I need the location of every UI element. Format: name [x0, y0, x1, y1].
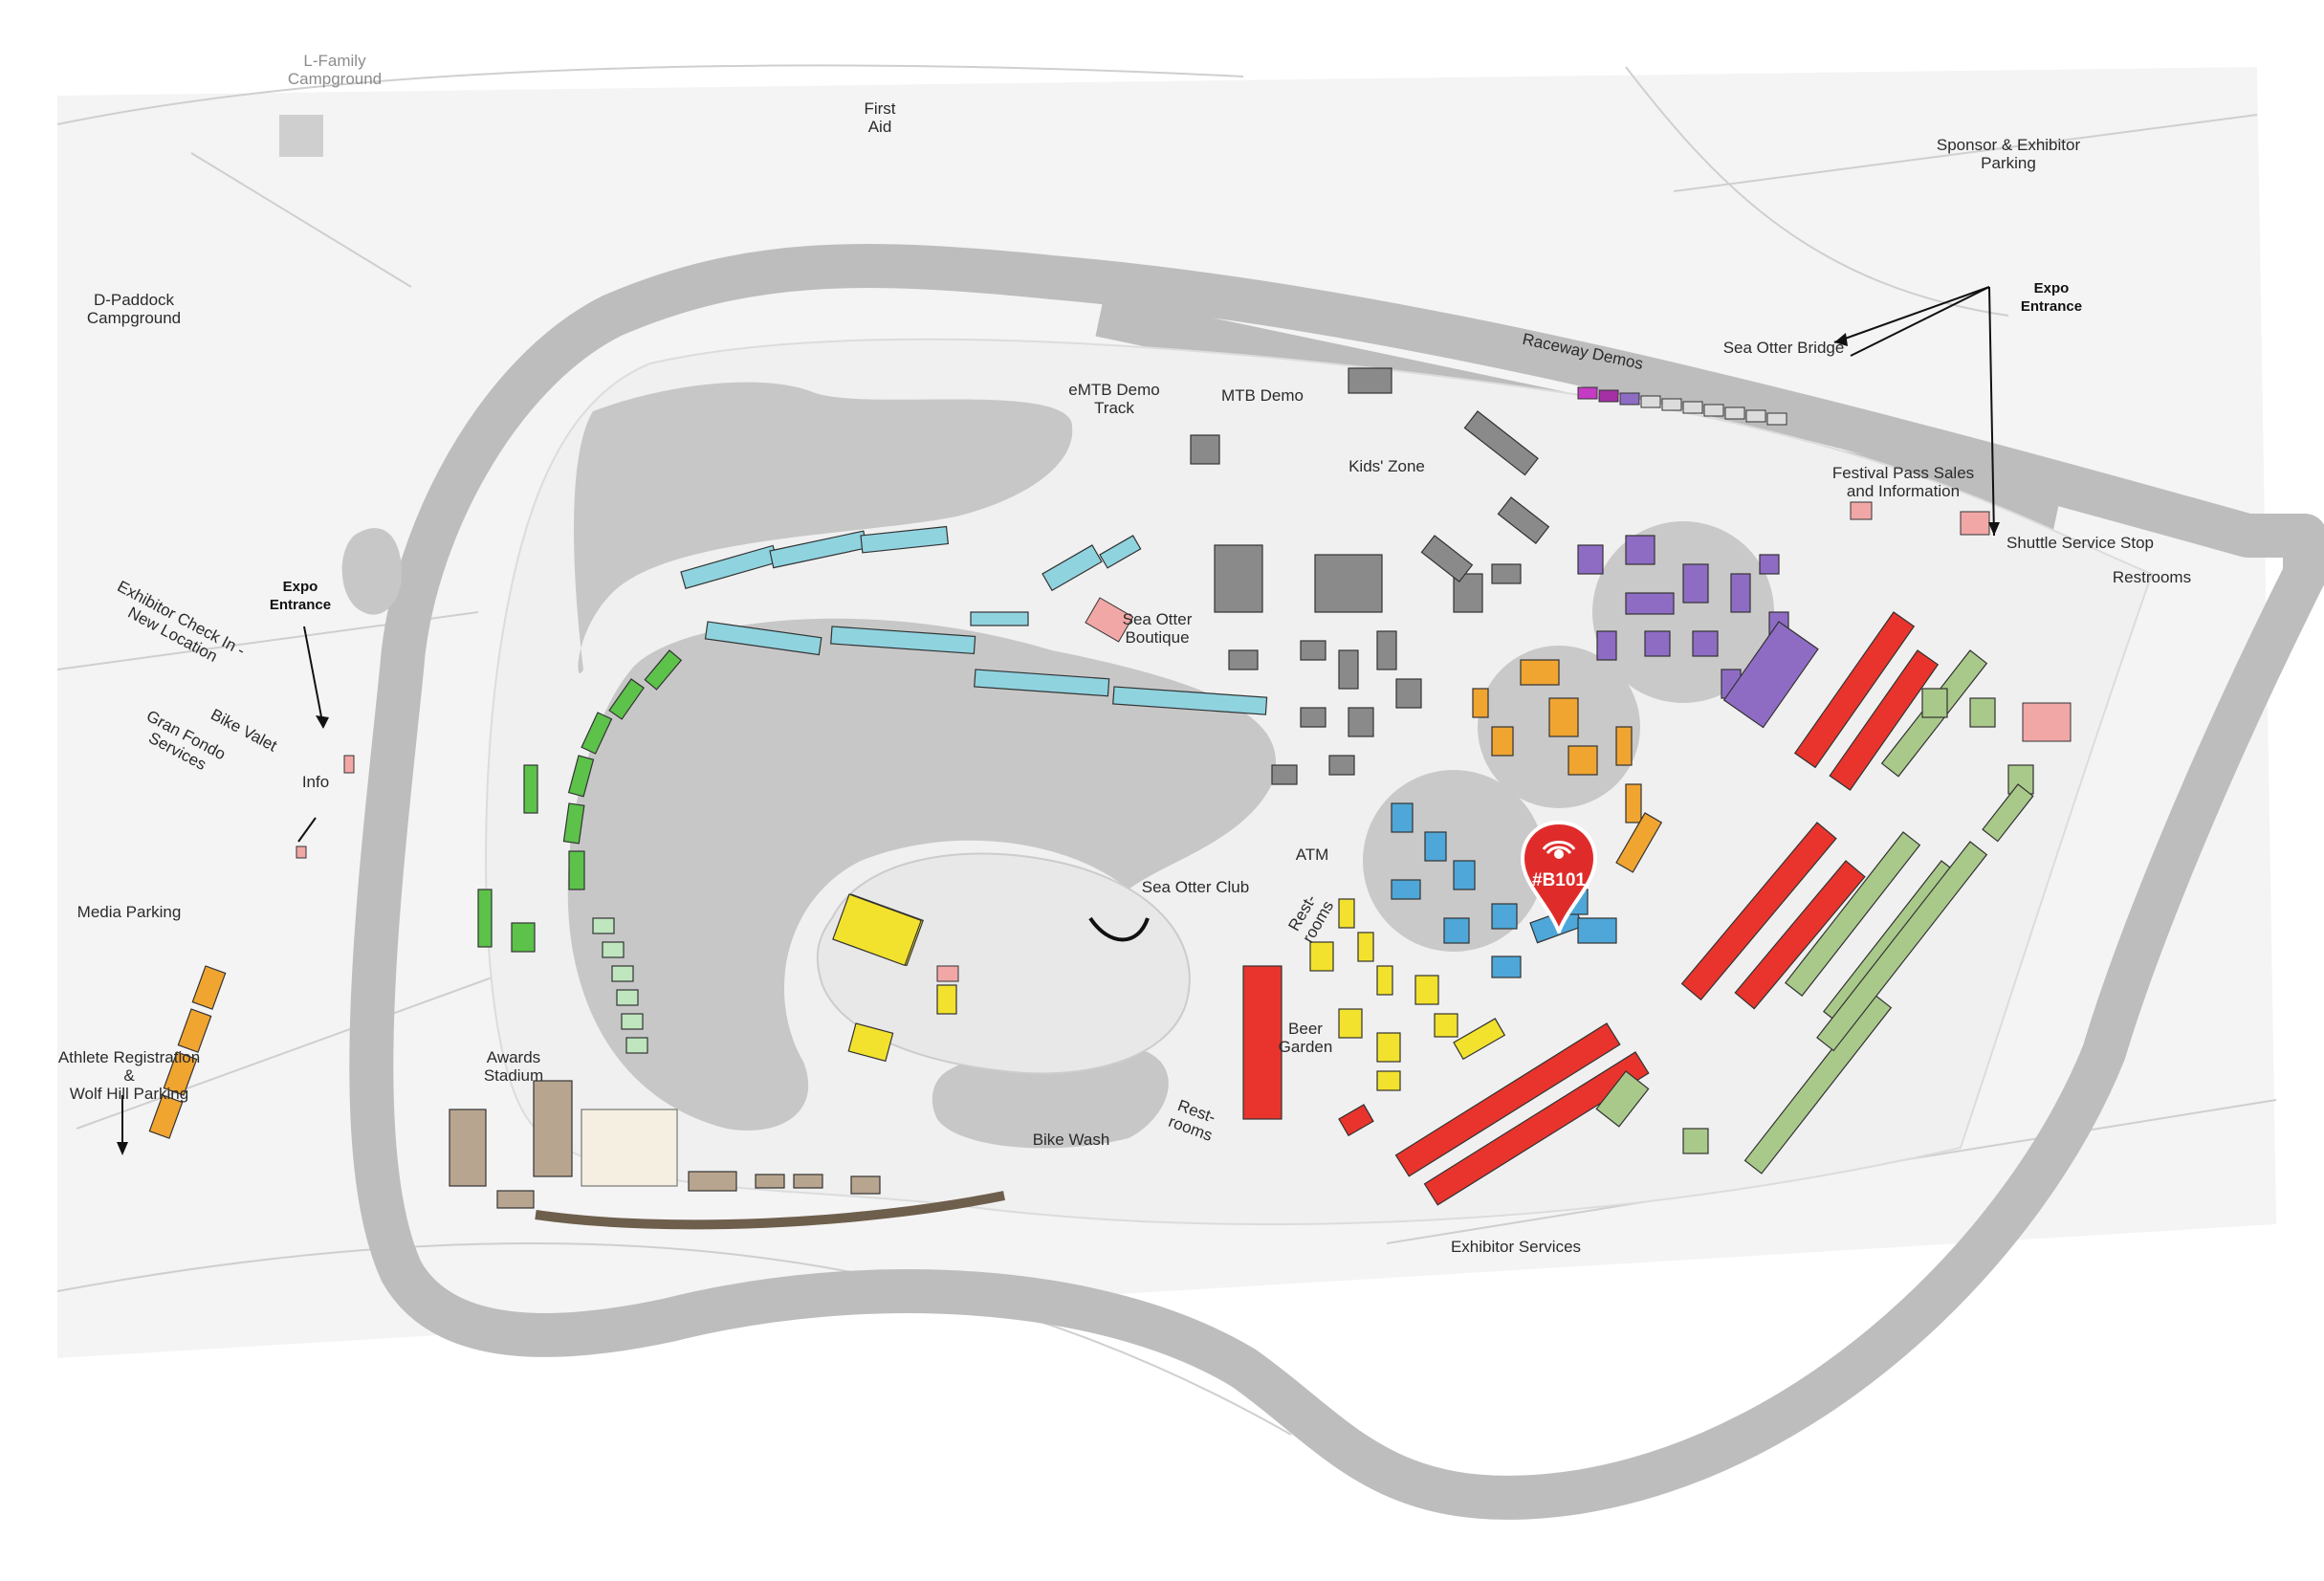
label-sea-otter-bridge: Sea Otter Bridge — [1722, 339, 1845, 357]
blue-booth-row — [680, 525, 1268, 715]
label-shuttle-service-stop: Shuttle Service Stop — [2006, 534, 2155, 552]
label-kids-zone: Kids' Zone — [1348, 457, 1425, 475]
tan-booth-row — [449, 1080, 1005, 1230]
pond-upper — [574, 382, 1073, 673]
eye-logo-icon — [1542, 841, 1576, 859]
purple-ring-booths — [1577, 535, 1819, 729]
label-expo-entrance-left: Expo Entrance — [269, 579, 332, 613]
label-beer-garden: Beer Garden — [1278, 1020, 1333, 1056]
performance-area — [581, 1109, 678, 1187]
orange-ring-booths — [1472, 659, 1663, 873]
label-media-parking: Media Parking — [77, 903, 182, 921]
sea-otter-club-stage — [1088, 916, 1150, 942]
expo-entrance-arrows — [121, 286, 1995, 1153]
booth-location-pin[interactable]: #B101 — [1519, 820, 1599, 937]
info-kiosk — [343, 755, 355, 774]
raceway-demo-booths — [1577, 386, 1787, 426]
pink-booths — [936, 501, 2072, 982]
booth-number-label: #B101 — [1532, 870, 1586, 890]
label-festival-pass-sales: Festival Pass Sales and Information — [1831, 464, 1975, 500]
label-sea-otter-club: Sea Otter Club — [1141, 878, 1250, 896]
info-kiosk-2 — [296, 845, 307, 859]
label-sponsor-exhibitor-parking: Sponsor & Exhibitor Parking — [1936, 136, 2081, 172]
label-mtb-demo: MTB Demo — [1221, 386, 1304, 405]
map-pin-icon — [1520, 820, 1598, 937]
label-expo-entrance-right: Expo Entrance — [2020, 280, 2083, 315]
raceway-track — [349, 244, 2324, 1520]
booth-ring-purple — [1592, 521, 1774, 703]
label-exhibitor-services: Exhibitor Services — [1450, 1238, 1582, 1256]
label-emtb-demo-track: eMTB Demo Track — [1068, 381, 1160, 417]
label-restrooms-right: Restrooms — [2112, 568, 2192, 586]
l-family-building — [279, 115, 323, 157]
pond-main — [567, 618, 1277, 1131]
label-atm: ATM — [1295, 845, 1329, 864]
gray-booth-cluster — [1190, 367, 1550, 785]
label-sea-otter-boutique: Sea Otter Boutique — [1122, 610, 1193, 647]
label-athlete-registration: Athlete Registration & Wolf Hill Parking — [57, 1048, 201, 1103]
label-bike-wash: Bike Wash — [1032, 1131, 1110, 1149]
sea-otter-club-island — [816, 852, 1191, 1075]
label-first-aid: First Aid — [864, 99, 896, 136]
sponsor-tent — [832, 893, 922, 967]
pond-small — [341, 528, 402, 615]
orange-registration-row — [148, 965, 227, 1139]
green-booth-row — [477, 649, 683, 953]
label-l-family-campground: L-Family Campground — [287, 52, 383, 88]
green-booth-row-lower — [592, 917, 648, 1054]
red-booth-rows — [1242, 611, 1940, 1206]
label-d-paddock-campground: D-Paddock Campground — [86, 291, 182, 327]
label-awards-stadium: Awards Stadium — [483, 1048, 544, 1085]
label-info: Info — [301, 773, 330, 791]
olive-booth-rows — [1595, 649, 2034, 1175]
arrowheads — [117, 333, 2000, 1155]
